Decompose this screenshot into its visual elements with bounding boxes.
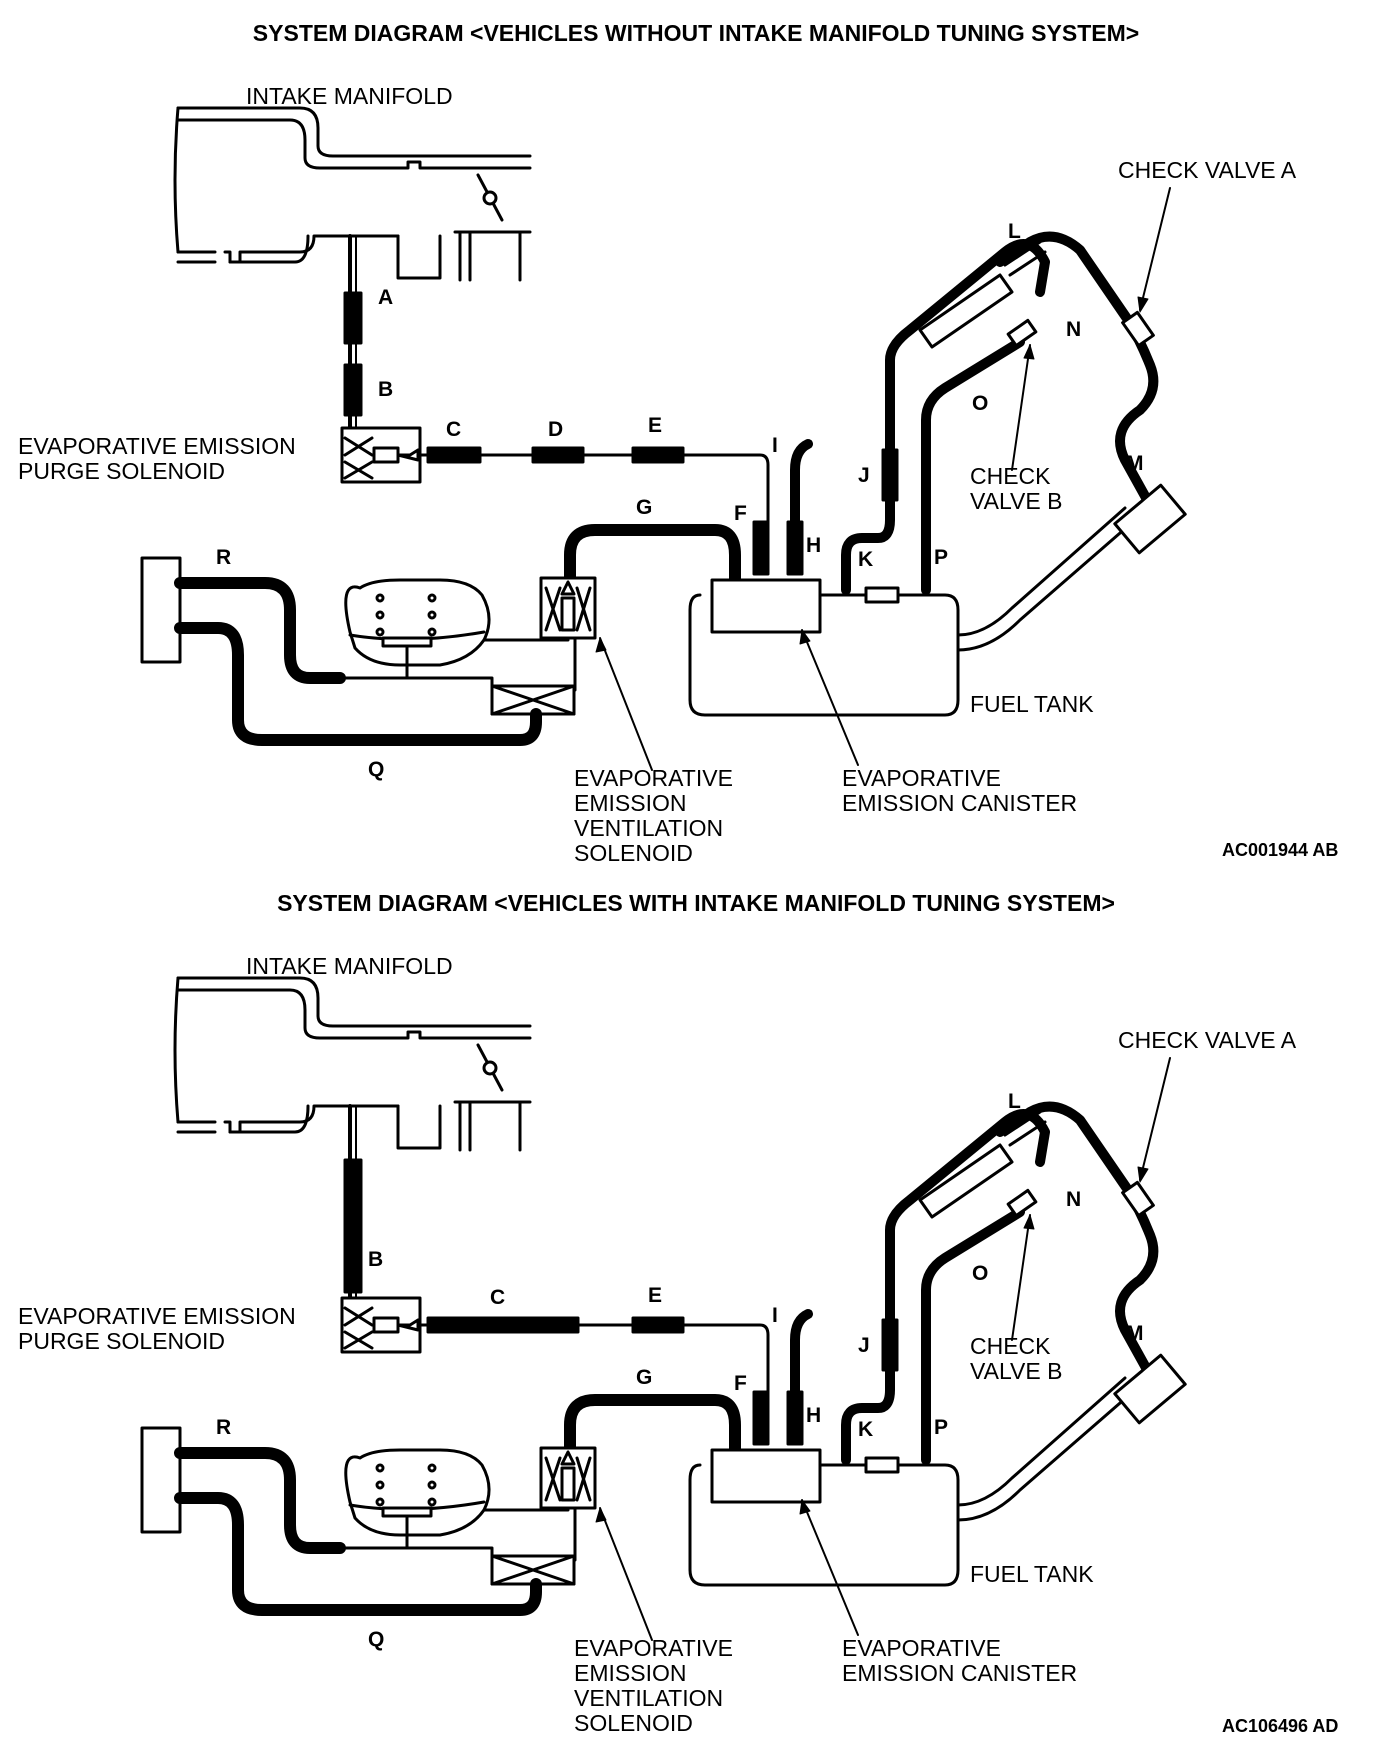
canister-label: EVAPORATIVE EMISSION CANISTER <box>842 765 1078 816</box>
hose-label-q: Q <box>368 758 385 781</box>
hose-label-b: B <box>368 1248 384 1271</box>
check-valve-a-shape <box>1121 310 1155 348</box>
ventilation-solenoid-label: EVAPORATIVE EMISSION VENTILATION SOLENOI… <box>574 765 733 866</box>
diagram-art <box>140 106 1187 771</box>
intake-manifold-label: INTAKE MANIFOLD <box>246 953 453 979</box>
hose-label-e: E <box>648 414 663 437</box>
check-valve-a-label: CHECK VALVE A <box>1118 1027 1297 1053</box>
hose-label-p: P <box>934 546 949 569</box>
intake-manifold-label: INTAKE MANIFOLD <box>246 83 453 109</box>
hose-label-b: B <box>378 378 394 401</box>
check-valve-b-label: CHECK VALVE B <box>970 463 1063 514</box>
system-diagram-with-tuning: SYSTEM DIAGRAM <VEHICLES WITH INTAKE MAN… <box>0 870 1392 1746</box>
hose-label-m: M <box>1126 1322 1144 1345</box>
figure-code: AC001944 AB <box>1222 840 1339 860</box>
hose-label-n: N <box>1066 1188 1082 1211</box>
hose-label-q: Q <box>368 1628 385 1651</box>
air-filter-shape <box>338 1448 577 1586</box>
hose-label-o: O <box>972 392 989 415</box>
hose-label-j: J <box>858 464 870 487</box>
system-diagram-without-tuning: SYSTEM DIAGRAM <VEHICLES WITHOUT INTAKE … <box>18 20 1339 866</box>
check-valve-a-shape <box>1121 1180 1155 1218</box>
check-valve-b-shape <box>918 1110 1047 1219</box>
check-valve-a-label: CHECK VALVE A <box>1118 157 1297 183</box>
hose-label-l: L <box>1008 1090 1021 1113</box>
purge-solenoid-label: EVAPORATIVE EMISSION PURGE SOLENOID <box>18 433 296 484</box>
diagram-title: SYSTEM DIAGRAM <VEHICLES WITHOUT INTAKE … <box>252 20 1140 46</box>
check-valve-b-shape <box>918 240 1047 349</box>
hose-label-i: I <box>772 434 778 457</box>
hose-label-c: C <box>446 418 462 441</box>
hose-label-d: D <box>548 418 564 441</box>
hose-label-k: K <box>858 548 874 571</box>
fuel-tank-label: FUEL TANK <box>970 691 1094 717</box>
diagram-art <box>140 976 1187 1641</box>
hose-label-n: N <box>1066 318 1082 341</box>
hose-label-r: R <box>216 546 232 569</box>
purge-solenoid-label: EVAPORATIVE EMISSION PURGE SOLENOID <box>18 1303 296 1354</box>
ventilation-solenoid-shape <box>539 576 597 640</box>
figure-code: AC106496 AD <box>1222 1716 1339 1736</box>
hose-label-g: G <box>636 1366 653 1389</box>
hose-label-i: I <box>772 1304 778 1327</box>
hose-label-f: F <box>734 1372 747 1395</box>
hose-label-k: K <box>858 1418 874 1441</box>
hose-label-m: M <box>1126 452 1144 475</box>
hose-label-h: H <box>806 1404 822 1427</box>
fuel-tank-label: FUEL TANK <box>970 1561 1094 1587</box>
ventilation-solenoid-label: EVAPORATIVE EMISSION VENTILATION SOLENOI… <box>574 1635 733 1736</box>
fuel-tank-shape <box>688 1448 960 1587</box>
hose-label-c: C <box>490 1286 506 1309</box>
purge-solenoid-shape <box>340 426 422 484</box>
hose-label-p: P <box>934 1416 949 1439</box>
hose-label-f: F <box>734 502 747 525</box>
ventilation-solenoid-shape <box>539 1446 597 1510</box>
hose-label-l: L <box>1008 220 1021 243</box>
hose-label-e: E <box>648 1284 663 1307</box>
intake-manifold-shape <box>173 976 532 1152</box>
intake-manifold-shape <box>173 106 532 282</box>
hose-label-j: J <box>858 1334 870 1357</box>
diagram-title: SYSTEM DIAGRAM <VEHICLES WITH INTAKE MAN… <box>277 890 1115 916</box>
hose-label-o: O <box>972 1262 989 1285</box>
hose-label-a: A <box>378 286 394 309</box>
fuel-tank-shape <box>688 578 960 717</box>
purge-solenoid-shape <box>340 1296 422 1354</box>
hose-label-r: R <box>216 1416 232 1439</box>
canister-label: EVAPORATIVE EMISSION CANISTER <box>842 1635 1078 1686</box>
check-valve-b-label: CHECK VALVE B <box>970 1333 1063 1384</box>
hose-label-g: G <box>636 496 653 519</box>
hose-label-h: H <box>806 534 822 557</box>
